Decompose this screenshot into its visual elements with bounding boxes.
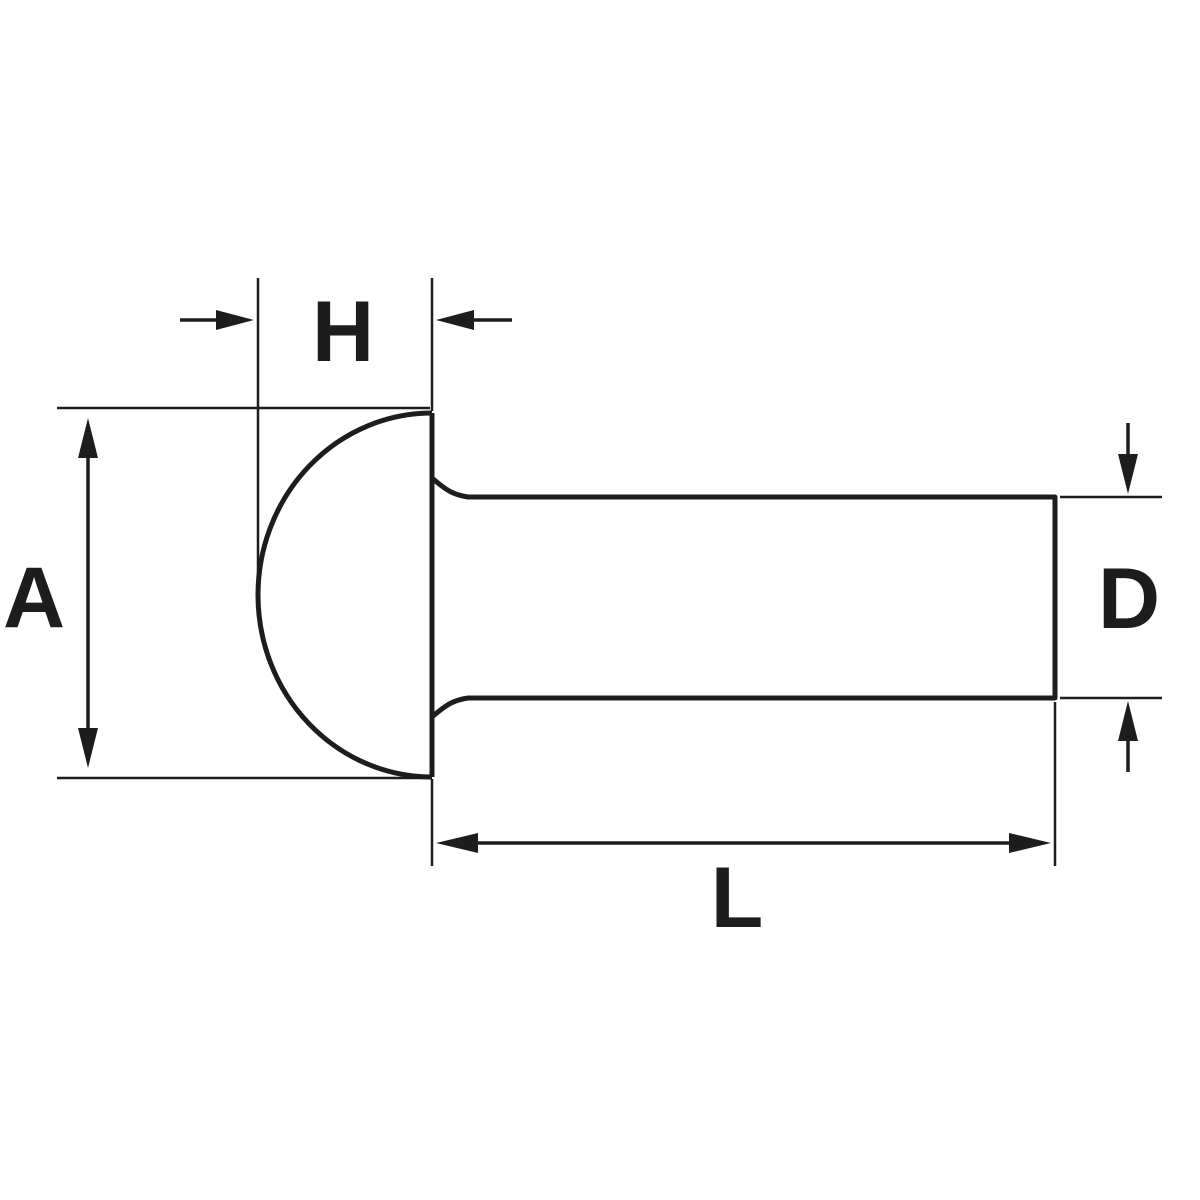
label-shank-diameter: D (1098, 551, 1160, 647)
label-head-diameter: A (3, 550, 65, 646)
label-head-height: H (312, 284, 374, 380)
dimension-arrow-h-left (180, 310, 254, 330)
dimension-arrow-a (78, 418, 98, 768)
dimension-arrow-h-right (436, 310, 512, 330)
dimension-arrow-d-top (1118, 423, 1138, 494)
dimension-arrow-d-bottom (1118, 701, 1138, 772)
dimension-arrow-l (436, 833, 1051, 853)
label-shank-length: L (711, 850, 764, 946)
rivet-shank-outline (430, 476, 1058, 719)
rivet-head-outline (255, 410, 433, 780)
